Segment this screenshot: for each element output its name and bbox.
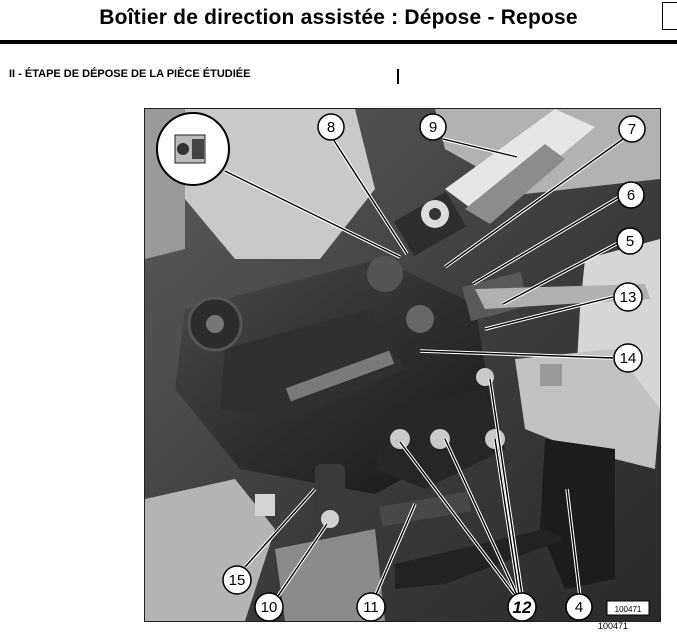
svg-text:5: 5 (626, 233, 634, 250)
callout-11: 11 (356, 592, 386, 621)
callout-14: 14 (613, 343, 643, 373)
callout-13: 13 (613, 282, 643, 312)
svg-text:8: 8 (327, 119, 335, 136)
callout-10: 10 (254, 592, 284, 621)
svg-text:7: 7 (628, 121, 636, 138)
svg-text:13: 13 (620, 289, 637, 306)
svg-text:4: 4 (575, 599, 583, 616)
callout-9: 9 (419, 113, 447, 141)
page-title: Boîtier de direction assistée : Dépose -… (99, 6, 578, 29)
svg-text:15: 15 (229, 572, 246, 589)
callout-12: 12 (507, 592, 537, 621)
callout-4: 4 (565, 593, 593, 621)
svg-text:100471: 100471 (615, 605, 642, 614)
svg-text:10: 10 (261, 599, 278, 616)
component-photo: 8 9 7 6 5 13 14 15 (144, 108, 661, 622)
svg-text:6: 6 (627, 187, 635, 204)
callout-8: 8 (317, 113, 345, 141)
svg-text:14: 14 (620, 350, 637, 367)
svg-text:9: 9 (429, 119, 437, 136)
callout-15: 15 (222, 565, 252, 595)
figure-reference-number: 100471 (598, 621, 629, 631)
revision-mark (397, 69, 399, 84)
svg-text:11: 11 (363, 599, 379, 616)
callout-6: 6 (617, 181, 645, 209)
image-tag: 100471 (606, 600, 650, 616)
page-corner-box (662, 2, 677, 30)
svg-text:12: 12 (513, 598, 532, 617)
callout-7: 7 (618, 115, 646, 143)
section-heading: II - ÉTAPE DE DÉPOSE DE LA PIÈCE ÉTUDIÉE (9, 68, 251, 80)
callout-5: 5 (616, 227, 644, 255)
title-underline (0, 40, 677, 44)
